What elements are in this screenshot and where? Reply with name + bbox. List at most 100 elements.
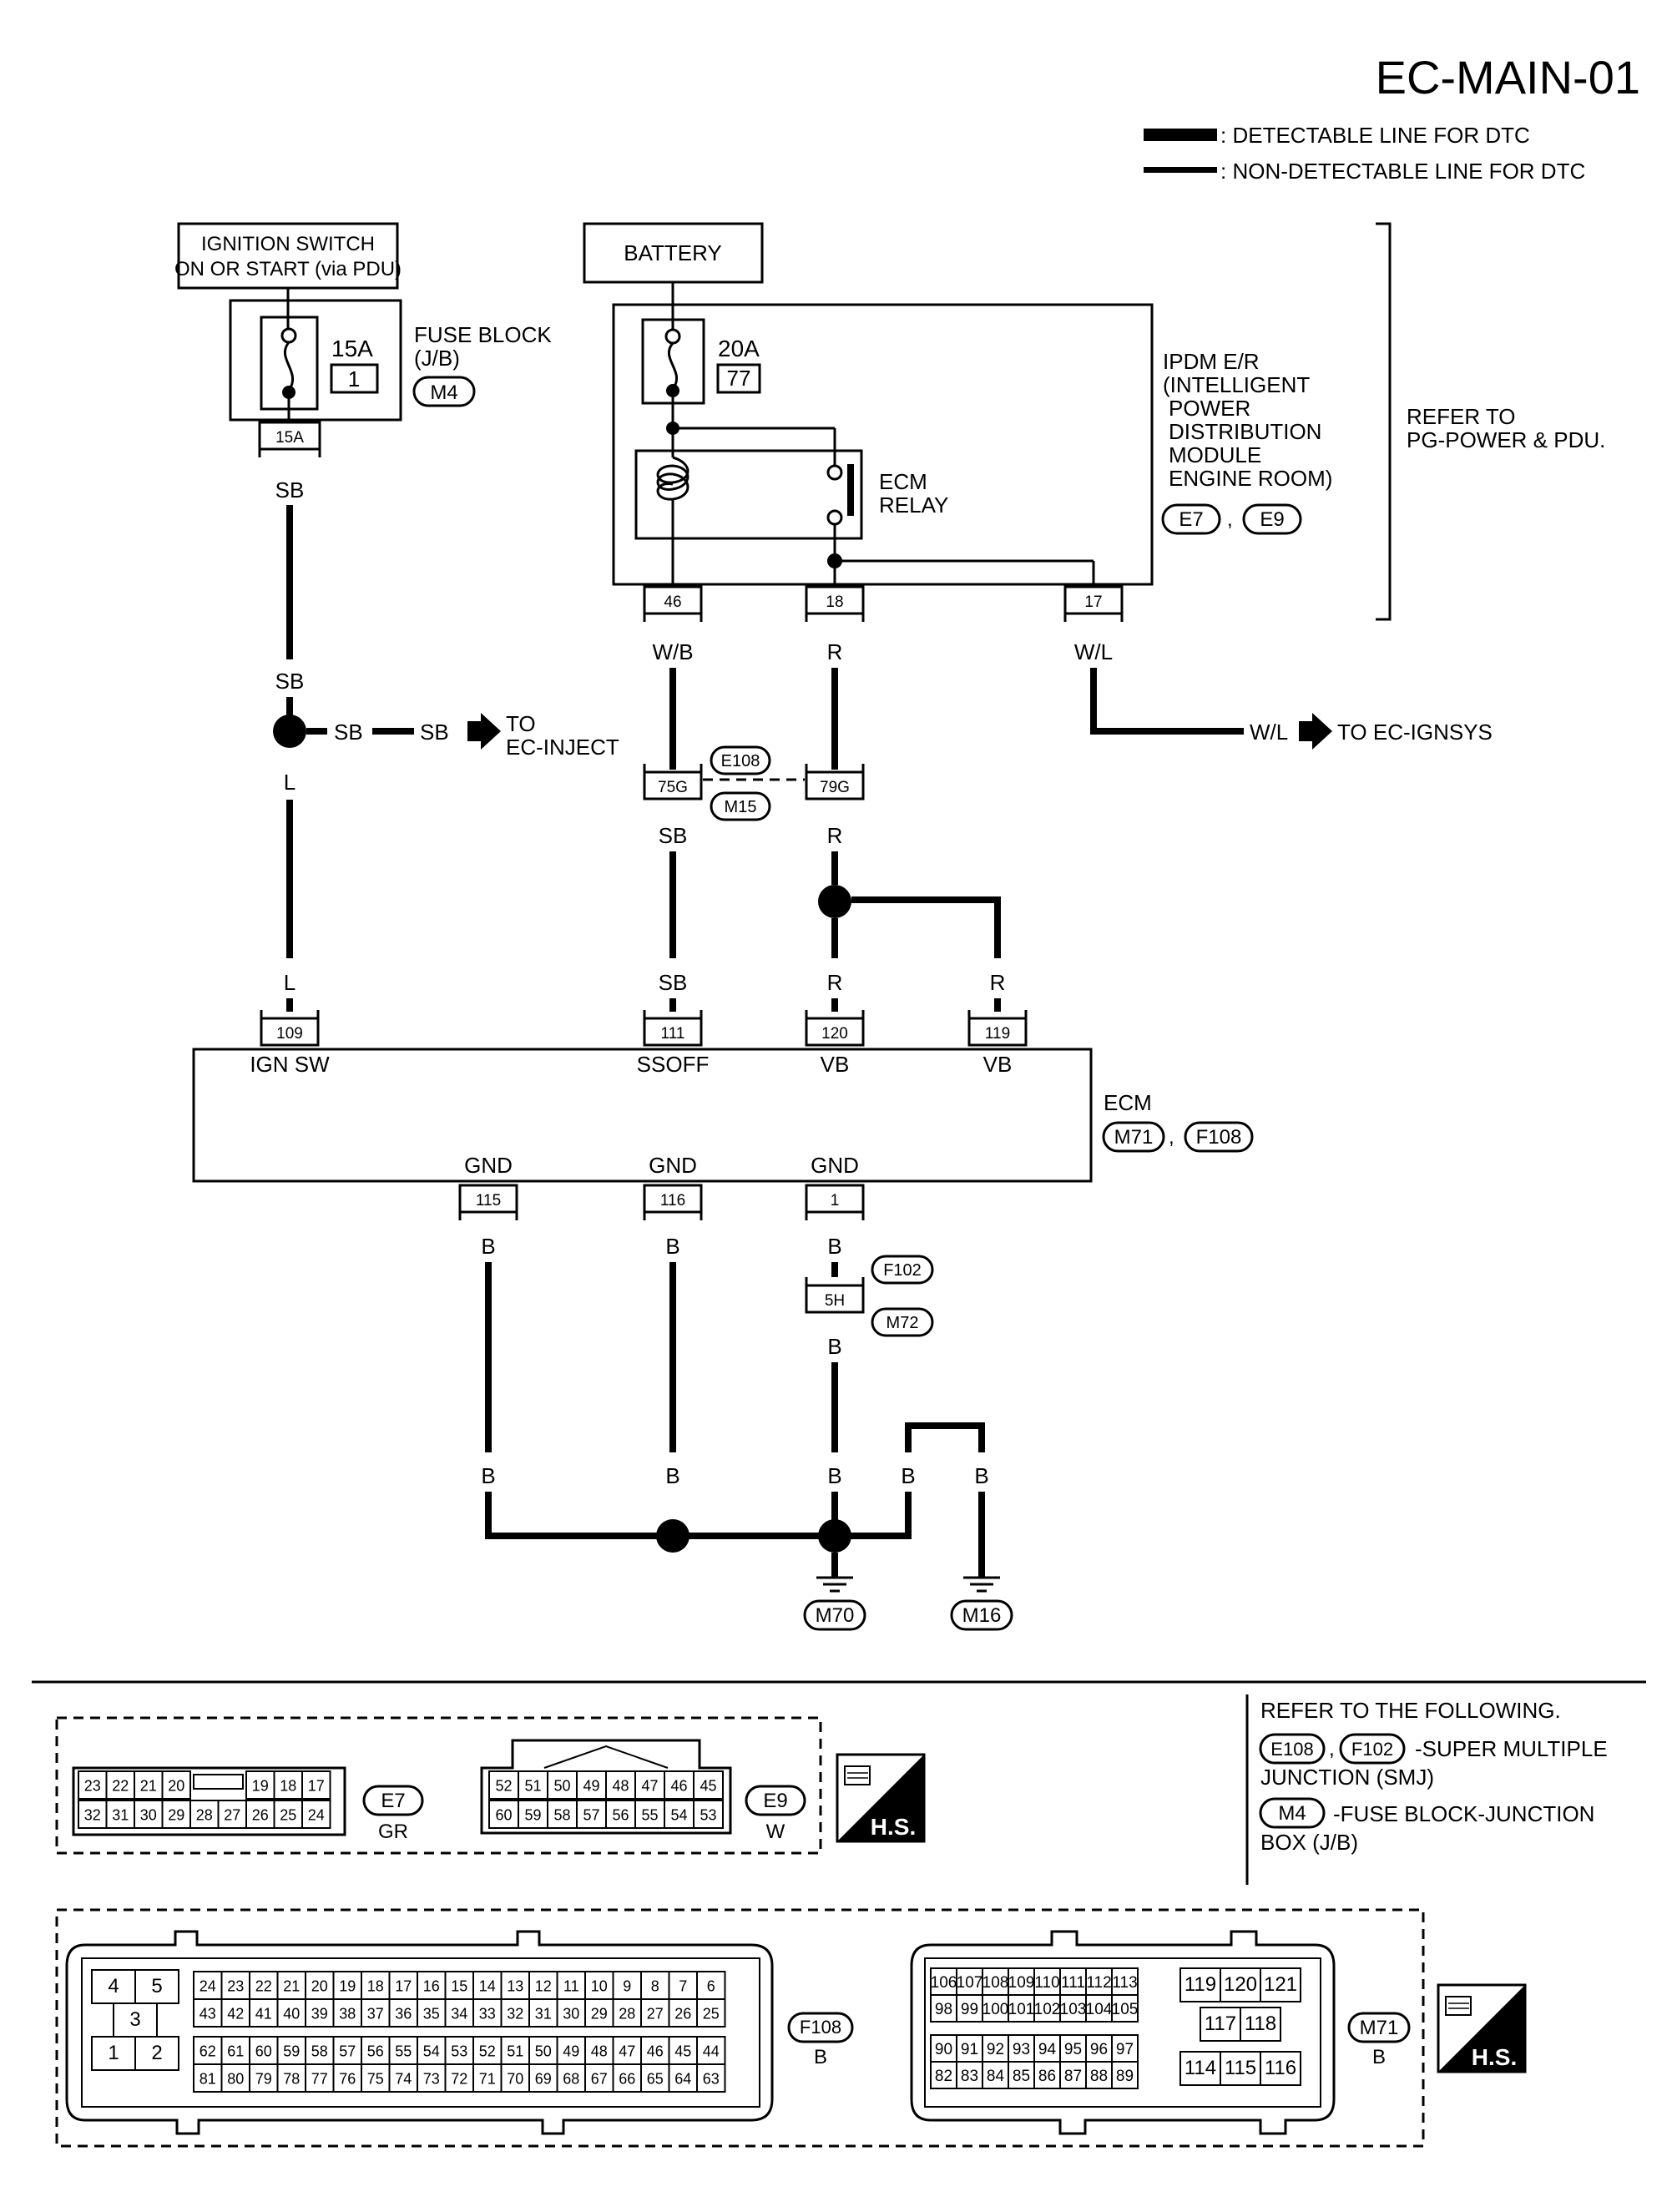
svg-text:64: 64	[674, 2071, 691, 2088]
svg-text:26: 26	[252, 1807, 269, 1824]
refer-jb-text-2: BOX (J/B)	[1260, 1830, 1358, 1855]
ecm-connector-m71-badge	[1102, 1121, 1165, 1153]
svg-text:30: 30	[140, 1807, 157, 1824]
refer-smj-text: -SUPER MULTIPLE	[1415, 1736, 1608, 1761]
connector-e9-badge	[745, 1785, 806, 1816]
fuse-1-number: 1	[348, 366, 360, 391]
svg-text:93: 93	[1013, 2041, 1030, 2058]
svg-text:92: 92	[987, 2041, 1004, 2058]
wire-color-r-4: R	[990, 970, 1006, 995]
svg-text:51: 51	[507, 2043, 523, 2060]
svg-text:116: 116	[1265, 2057, 1296, 2079]
e7-pin-24: 24	[301, 1800, 331, 1829]
e7-pin-25: 25	[273, 1800, 303, 1829]
svg-text:119: 119	[1185, 1973, 1216, 1996]
ecm-terminal-119: 119	[967, 1010, 1028, 1047]
svg-text:18: 18	[367, 1978, 384, 1995]
f108-pin-29: 29	[584, 1998, 614, 2028]
ipdm-label-3: POWER	[1169, 396, 1250, 421]
ecm-term-ssoff: SSOFF	[637, 1052, 710, 1077]
f108-pin-56: 56	[361, 2036, 391, 2065]
connector-m71-color: B	[1372, 2046, 1386, 2068]
ground-joint-5h: 5H	[805, 1277, 865, 1314]
f108-pin-4: 4	[91, 1969, 136, 2004]
svg-text:30: 30	[563, 2006, 579, 2023]
splice-ground-1	[656, 1519, 689, 1553]
f108-pin-67: 67	[584, 2063, 614, 2093]
wire-color-l-1: L	[284, 770, 295, 795]
fuse-77-number: 77	[727, 366, 751, 391]
e9-pin-55: 55	[634, 1800, 665, 1829]
f108-pin-61: 61	[220, 2036, 250, 2065]
fuse-77-number-box	[716, 363, 761, 394]
refer-sep: ,	[1329, 1738, 1335, 1760]
e7-key-slot	[193, 1774, 244, 1790]
ecm-terminal-109: 109	[260, 1010, 320, 1047]
m71-pin-114: 114	[1179, 2051, 1221, 2086]
svg-text:1: 1	[831, 1192, 840, 1210]
e9-pin-53: 53	[693, 1800, 724, 1829]
f108-pin-20: 20	[305, 1971, 335, 2000]
svg-text:23: 23	[84, 1778, 101, 1795]
svg-text:22: 22	[112, 1778, 129, 1795]
ecm-box	[192, 1048, 1093, 1183]
ecm-term-ign-sw: IGN SW	[250, 1052, 330, 1077]
f108-pin-32: 32	[500, 1998, 530, 2028]
svg-text:28: 28	[619, 2006, 635, 2023]
f108-pin-27: 27	[640, 1998, 670, 2028]
f108-pin-66: 66	[612, 2063, 642, 2093]
joint-pin-79g: 79G	[805, 764, 865, 800]
svg-text:109: 109	[276, 1025, 303, 1043]
f108-pin-74: 74	[388, 2063, 418, 2093]
ipdm-label-5: MODULE	[1169, 442, 1261, 467]
svg-text:13: 13	[507, 1978, 523, 1995]
e9-pin-51: 51	[518, 1770, 548, 1800]
wire-color-r-2: R	[827, 823, 843, 848]
e9-pin-56: 56	[605, 1800, 636, 1829]
svg-text:84: 84	[987, 2068, 1005, 2085]
svg-text:116: 116	[660, 1192, 685, 1210]
svg-text:88: 88	[1090, 2068, 1108, 2085]
relay-coil	[656, 456, 689, 501]
svg-text:112: 112	[1086, 1974, 1111, 1992]
hs-icon-1: H.S.	[836, 1753, 926, 1843]
svg-text:74: 74	[395, 2071, 412, 2088]
m71-pin-115: 115	[1220, 2051, 1261, 2086]
svg-text:16: 16	[423, 1978, 440, 1995]
svg-text:53: 53	[700, 1807, 716, 1824]
svg-text:90: 90	[935, 2041, 952, 2058]
to-ec-inject-label: TO	[506, 711, 536, 736]
ipdm-terminal-46: 46	[643, 585, 703, 622]
splice-ground-2	[818, 1519, 851, 1553]
svg-text:18: 18	[280, 1778, 296, 1795]
svg-text:56: 56	[367, 2043, 384, 2060]
svg-text:11: 11	[563, 1978, 579, 1995]
m71-pin-116: 116	[1260, 2051, 1301, 2086]
svg-text:19: 19	[339, 1978, 356, 1995]
m71-pin-106: 106	[930, 1967, 957, 1996]
wire-color-b-6: B	[665, 1463, 679, 1488]
svg-text:44: 44	[703, 2043, 720, 2060]
refer-e108: E108	[1270, 1739, 1313, 1760]
f108-pin-75: 75	[361, 2063, 391, 2093]
svg-text:100: 100	[982, 2001, 1009, 2018]
svg-text:52: 52	[495, 1778, 512, 1795]
svg-text:61: 61	[227, 2043, 244, 2060]
svg-text:55: 55	[641, 1807, 658, 1824]
e7-pin-30: 30	[134, 1800, 164, 1829]
svg-text:113: 113	[1112, 1974, 1137, 1992]
f108-pin-9: 9	[612, 1971, 642, 2000]
wire-color-b-9: B	[974, 1463, 988, 1488]
svg-text:38: 38	[339, 2006, 356, 2023]
ipdm-connector-e7: E7	[1179, 508, 1203, 531]
f108-pin-1: 1	[91, 2036, 136, 2071]
svg-text:36: 36	[395, 2006, 412, 2023]
m71-pin-103: 103	[1059, 1994, 1087, 2023]
svg-text:52: 52	[479, 2043, 496, 2060]
wire-color-sb-5: SB	[659, 823, 688, 848]
svg-text:3: 3	[129, 2008, 140, 2031]
wire-color-b-5: B	[481, 1463, 495, 1488]
ipdm-connector-e9: E9	[1260, 508, 1284, 531]
ipdm-label-4: DISTRIBUTION	[1169, 419, 1321, 444]
